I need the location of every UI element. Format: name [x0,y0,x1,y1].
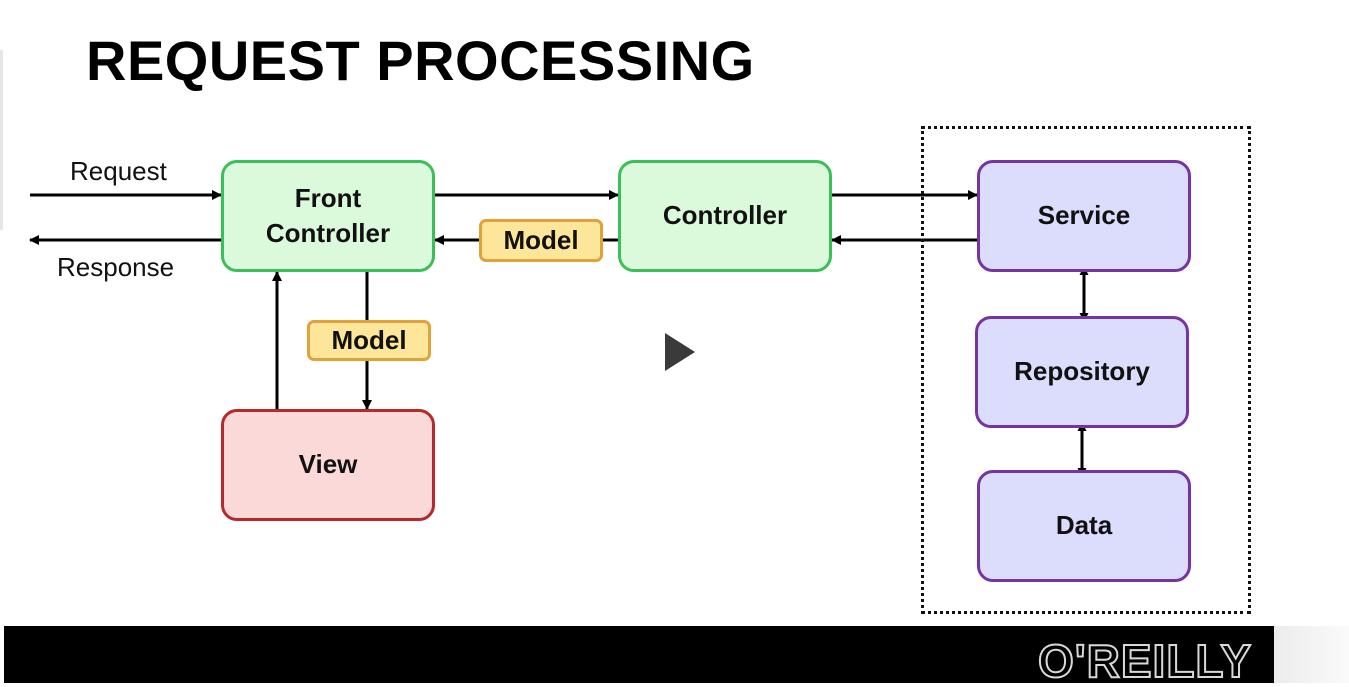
model-tag-side: Model [307,320,431,361]
footer-bar: O'REILLY [4,626,1274,687]
oreilly-logo: O'REILLY [1037,635,1252,687]
footer-gradient [1274,626,1349,683]
controller-node: Controller [618,160,832,272]
edge-mark [0,50,3,230]
play-icon[interactable] [665,333,695,371]
repository-label: Repository [1014,356,1150,387]
view-node: View [221,409,435,521]
front-controller-node: Front Controller [221,160,435,272]
slide-title: REQUEST PROCESSING [86,29,755,92]
backend-group [921,126,1251,614]
controller-label: Controller [662,200,788,231]
data-label: Data [1055,510,1113,541]
service-label: Service [1037,200,1131,231]
repository-node: Repository [975,316,1189,428]
response-label: Response [57,252,175,282]
model-tag-top: Model [479,219,603,262]
request-label: Request [70,156,167,186]
data-node: Data [977,470,1191,582]
view-label: View [298,449,358,480]
service-node: Service [977,160,1191,272]
front-controller-label: Front Controller [265,182,391,248]
